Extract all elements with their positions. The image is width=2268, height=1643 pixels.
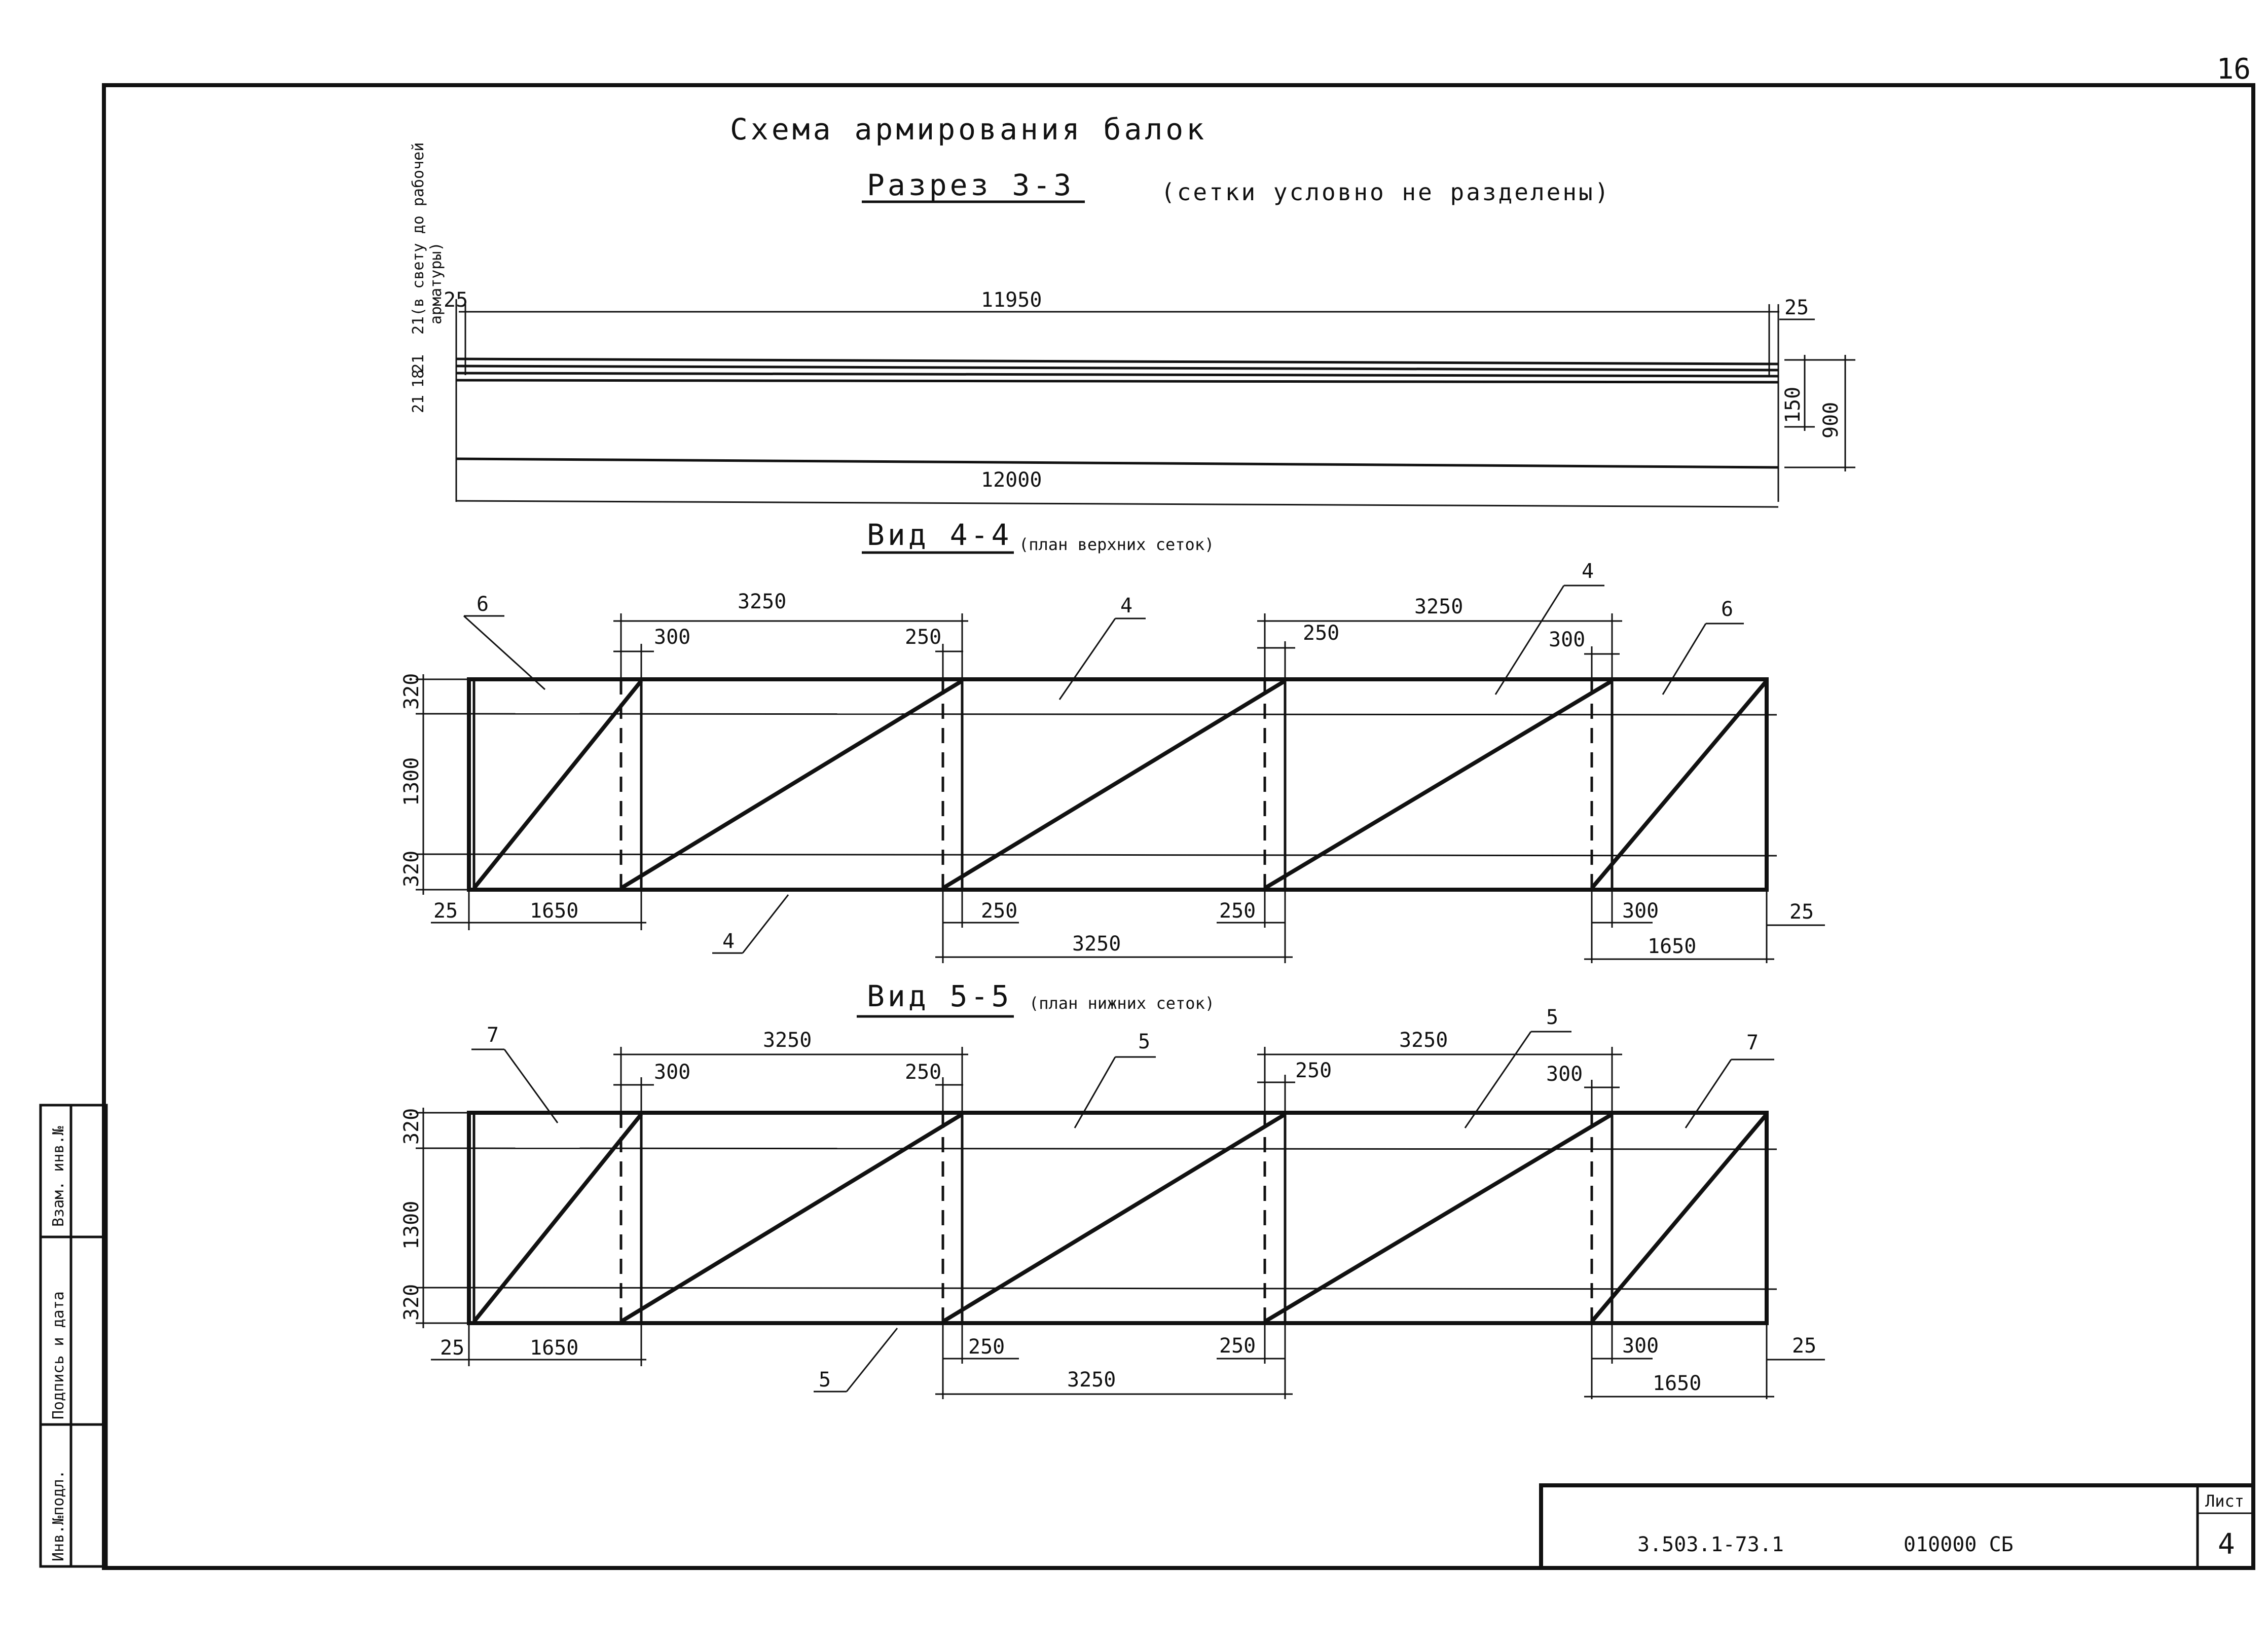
v4-dim-b250b: 250: [1219, 899, 1256, 923]
title-block-sheet-number: 4: [2218, 1528, 2235, 1561]
v5-dim-3250a: 3250: [763, 1029, 812, 1052]
v4-mark-1: 6: [477, 593, 489, 616]
section-dim-top-right: 25: [1784, 296, 1809, 319]
view-bottom-note: (план нижних сеток): [1029, 994, 1215, 1013]
v5-mark-3: 5: [1546, 1006, 1558, 1029]
section-dim-150: 150: [1781, 387, 1805, 423]
v4-dim-b250a: 250: [981, 899, 1017, 923]
stamp-cell-3: Взам. инв.№: [50, 1126, 67, 1227]
drawing-title: Схема армирования балок: [730, 112, 1207, 147]
view-top-note: (план верхних сеток): [1019, 535, 1214, 554]
v5-dim-b1650: 1650: [530, 1336, 578, 1360]
section-left-label-2: арматуры): [427, 242, 445, 324]
v5-dim-b250b: 250: [1219, 1334, 1256, 1358]
v4-dim-left-320b: 320: [400, 851, 423, 887]
section-dim-bottom: 12000: [981, 468, 1042, 492]
view-4-4: Вид 4-4 (план верхних сеток) 3250 300: [400, 518, 1825, 963]
v5-dim-250b: 250: [1295, 1059, 1332, 1082]
v5-mark-5: 5: [819, 1368, 831, 1392]
v4-dim-b3250: 3250: [1072, 932, 1121, 956]
v5-dim-left-1300: 1300: [400, 1201, 423, 1250]
section-left-label-1: 21(в свету до рабочей: [410, 142, 427, 335]
section-dim-900: 900: [1819, 402, 1843, 439]
section-3-3: Разрез 3-3 (сетки условно не разделены) …: [410, 142, 1855, 508]
v5-dim-b1650r: 1650: [1653, 1372, 1701, 1395]
v5-dim-left-320b: 320: [400, 1284, 423, 1321]
v4-dim-300a: 300: [654, 626, 690, 649]
v4-dim-b25r: 25: [1789, 900, 1814, 924]
view-5-5: Вид 5-5 (план нижних сеток) 3250 300 250: [400, 979, 1825, 1399]
v4-mark-2: 4: [1120, 594, 1132, 617]
section-dim-top-span: 11950: [981, 288, 1042, 312]
v5-dim-300b: 300: [1546, 1063, 1583, 1086]
v4-dim-left-320a: 320: [400, 673, 423, 710]
v4-dim-b300: 300: [1622, 899, 1659, 923]
section-left-dim-1: 21: [410, 354, 427, 373]
title-block: 3.503.1-73.1 010000 СБ Лист 4: [1539, 1483, 2253, 1568]
v4-mark-4: 6: [1721, 598, 1733, 621]
v5-dim-b25: 25: [440, 1336, 464, 1360]
side-stamp: Инв.№подл. Подпись и дата Взам. инв.№: [39, 1104, 108, 1568]
v5-dim-250a: 250: [905, 1061, 941, 1084]
v4-mark-5: 4: [722, 930, 735, 953]
v4-dim-300b: 300: [1549, 628, 1585, 651]
stamp-cell-2: Подпись и дата: [50, 1291, 67, 1419]
title-block-doc: 010000 СБ: [1904, 1533, 2014, 1556]
page-number: 16: [2217, 53, 2251, 86]
section-left-dim-3: 21: [410, 395, 427, 413]
section-note: (сетки условно не разделены): [1161, 178, 1611, 206]
v4-mark-3: 4: [1582, 560, 1594, 583]
v4-dim-250a: 250: [905, 626, 941, 649]
v5-dim-left-320a: 320: [400, 1108, 423, 1145]
title-block-sheet-label: Лист: [2205, 1491, 2244, 1511]
v5-mark-4: 7: [1746, 1031, 1759, 1054]
section-dim-top-left: 25: [444, 288, 468, 312]
sheet-frame: [102, 83, 2255, 1570]
stamp-cell-1: Инв.№подл.: [50, 1470, 67, 1561]
v5-mark-1: 7: [487, 1024, 499, 1047]
v5-dim-b3250: 3250: [1067, 1368, 1116, 1392]
v4-dim-250b: 250: [1303, 622, 1339, 645]
v5-dim-b300: 300: [1622, 1334, 1659, 1358]
v5-dim-b250a: 250: [968, 1335, 1005, 1359]
v4-dim-3250a: 3250: [738, 590, 786, 613]
v5-mark-2: 5: [1138, 1030, 1150, 1053]
section-left-dim-2: 18: [410, 370, 427, 388]
v4-dim-b1650r: 1650: [1648, 935, 1696, 958]
v4-dim-3250b: 3250: [1414, 595, 1463, 618]
title-block-code: 3.503.1-73.1: [1637, 1533, 1784, 1556]
view-bottom-label: Вид 5-5: [867, 979, 1012, 1013]
view-top-label: Вид 4-4: [867, 518, 1012, 552]
v4-dim-b1650: 1650: [530, 899, 578, 923]
v5-dim-300a: 300: [654, 1061, 690, 1084]
v5-dim-3250b: 3250: [1399, 1029, 1448, 1052]
section-label: Разрез 3-3: [867, 168, 1074, 202]
v5-dim-b25r: 25: [1792, 1334, 1816, 1358]
v4-dim-b25: 25: [433, 899, 458, 923]
v4-dim-left-1300: 1300: [400, 757, 423, 806]
